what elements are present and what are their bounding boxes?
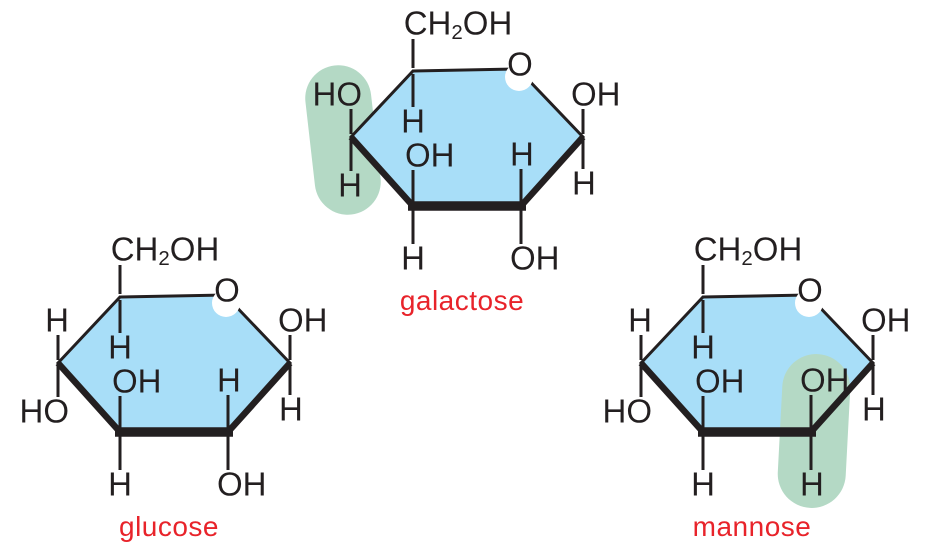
label-right-down: H	[862, 390, 886, 428]
galactose-ring-drawing	[305, 39, 586, 244]
substituent-bonds	[639, 265, 875, 470]
ch2oh-suffix: OH	[752, 230, 803, 268]
label-inner-top: H	[401, 102, 425, 140]
ch2oh-prefix: CH	[110, 230, 159, 268]
label-right-up: OH	[278, 301, 328, 339]
label-left-down: HO	[602, 392, 653, 430]
label-ch2oh: CH2OH	[404, 7, 513, 44]
label-left-up: HO	[312, 75, 363, 113]
ch2oh-prefix: CH	[693, 230, 742, 268]
label-ch2oh: CH2OH	[694, 233, 803, 270]
ch2oh-suffix: OH	[462, 4, 513, 42]
ring-front-bold-edges	[348, 134, 586, 211]
substituent-bonds	[56, 265, 292, 470]
ring-front-bold-edges	[638, 360, 876, 437]
label-left-down: H	[338, 166, 362, 204]
ring-oxygen-notch	[795, 289, 823, 317]
label-ring-oxygen: O	[507, 45, 533, 83]
label-bottom-right: OH	[510, 239, 560, 277]
label-bottom-left: H	[401, 239, 425, 277]
label-bottom-right: OH	[217, 465, 267, 503]
molecule-galactose: CH2OH O HO H H OH H OH H H OH galactose	[283, 6, 683, 342]
label-inner-left: OH	[112, 362, 162, 400]
molecule-name: galactose	[399, 285, 525, 316]
ch2oh-subscript: 2	[451, 21, 463, 45]
label-inner-right: H	[510, 135, 534, 173]
highlight-capsule-left	[305, 65, 381, 215]
substituent-bonds	[349, 39, 585, 244]
label-bottom-left: H	[691, 465, 715, 503]
label-left-up: H	[628, 301, 652, 339]
molecule-mannose: CH2OH O H HO H OH OH OH H H H mannose	[573, 232, 932, 558]
ch2oh-subscript: 2	[158, 247, 170, 271]
ch2oh-suffix: OH	[169, 230, 220, 268]
label-right-up: OH	[571, 75, 621, 113]
label-inner-right: H	[217, 361, 241, 399]
molecule-name: glucose	[118, 511, 220, 542]
ring-oxygen-notch	[212, 289, 240, 317]
label-left-down: HO	[19, 392, 70, 430]
label-right-down: H	[279, 390, 303, 428]
label-inner-right: OH	[800, 361, 850, 399]
label-inner-left: OH	[405, 136, 455, 174]
molecule-name: mannose	[692, 511, 812, 542]
label-ring-oxygen: O	[797, 271, 823, 309]
glucose-ring-drawing	[55, 265, 293, 470]
ring-front-bold-edges	[55, 360, 293, 437]
label-right-down: H	[572, 164, 596, 202]
label-bottom-right: H	[800, 465, 824, 503]
label-left-up: H	[45, 301, 69, 339]
label-inner-left: OH	[695, 362, 745, 400]
label-right-up: OH	[861, 301, 911, 339]
pyranose-ring-fill	[351, 69, 583, 206]
mannose-ring-drawing	[638, 265, 876, 508]
label-ch2oh: CH2OH	[111, 233, 220, 270]
pyranose-ring-fill	[58, 295, 290, 432]
ch2oh-prefix: CH	[403, 4, 452, 42]
label-inner-top: H	[691, 328, 715, 366]
ring-oxygen-notch	[505, 63, 533, 91]
label-ring-oxygen: O	[214, 271, 240, 309]
label-bottom-left: H	[108, 465, 132, 503]
molecule-glucose: CH2OH O H HO H OH H OH H H OH glucose	[0, 232, 390, 558]
label-inner-top: H	[108, 328, 132, 366]
ch2oh-subscript: 2	[741, 247, 753, 271]
